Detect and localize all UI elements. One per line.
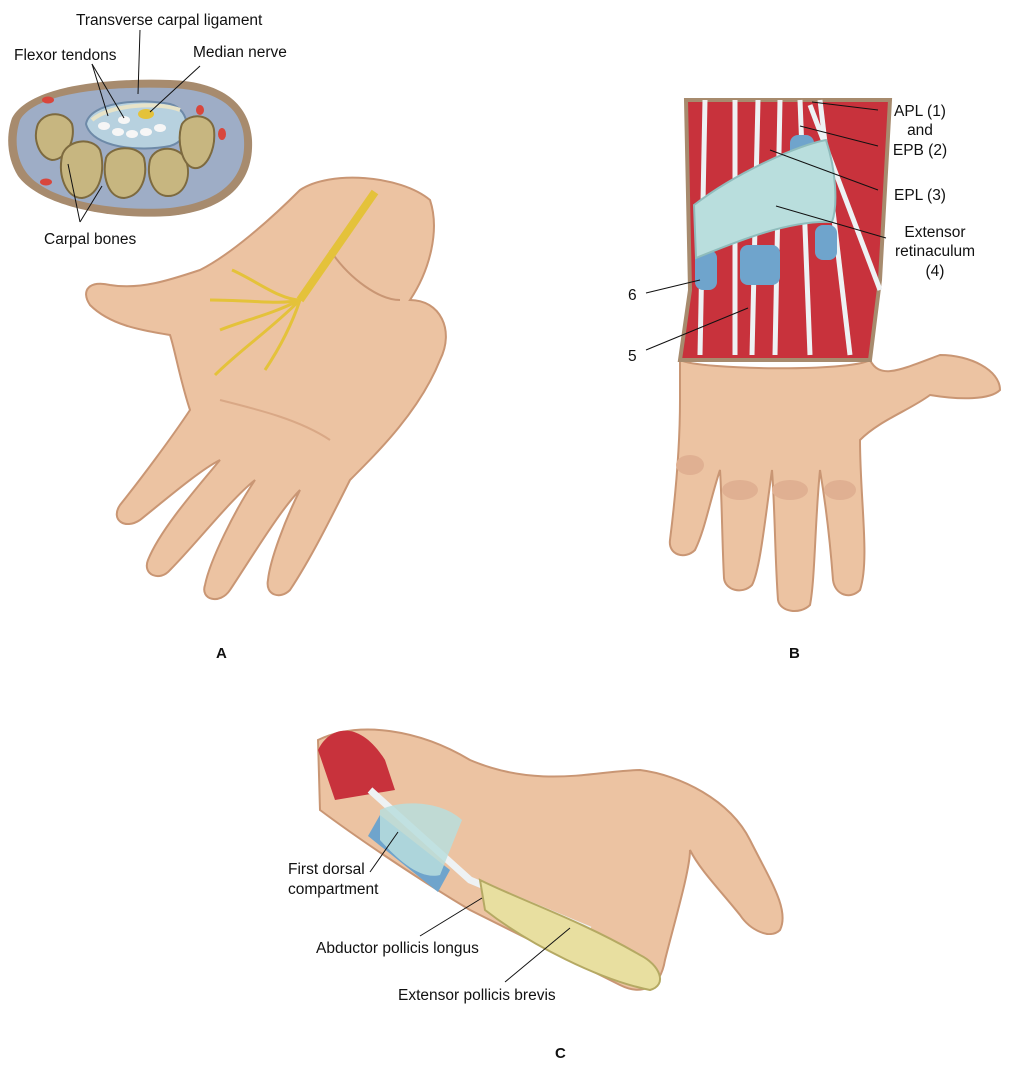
label-apl-line1: APL (1) — [894, 103, 946, 120]
dorsal-hand-illustration — [668, 98, 1002, 612]
label-abductor-pollicis-longus: Abductor pollicis longus — [316, 940, 479, 957]
label-flexor-tendons: Flexor tendons — [14, 47, 117, 64]
cross-section-illustration — [8, 79, 253, 217]
label-epl: EPL (3) — [894, 187, 946, 204]
label-extensor-line2: retinaculum — [894, 243, 976, 260]
label-extensor-line1: Extensor — [904, 224, 966, 241]
leader-lines — [67, 29, 887, 983]
lateral-hand-illustration — [316, 728, 784, 992]
label-median-nerve: Median nerve — [193, 44, 287, 61]
label-epb: EPB (2) — [892, 142, 948, 159]
label-five: 5 — [628, 348, 637, 365]
label-six: 6 — [628, 287, 637, 304]
label-first-dorsal-line2: compartment — [288, 881, 379, 898]
panel-letter-c: C — [555, 1045, 566, 1062]
label-transverse-carpal-ligament: Transverse carpal ligament — [76, 12, 263, 29]
label-extensor-line3: (4) — [925, 263, 945, 280]
label-first-dorsal-line1: First dorsal — [288, 861, 365, 878]
label-extensor-pollicis-brevis: Extensor pollicis brevis — [398, 987, 556, 1004]
label-apl-line2: and — [907, 122, 933, 139]
panel-letter-a: A — [216, 645, 227, 662]
palm-hand-illustration — [85, 176, 447, 600]
label-carpal-bones: Carpal bones — [44, 231, 137, 248]
panel-letter-b: B — [789, 645, 800, 662]
